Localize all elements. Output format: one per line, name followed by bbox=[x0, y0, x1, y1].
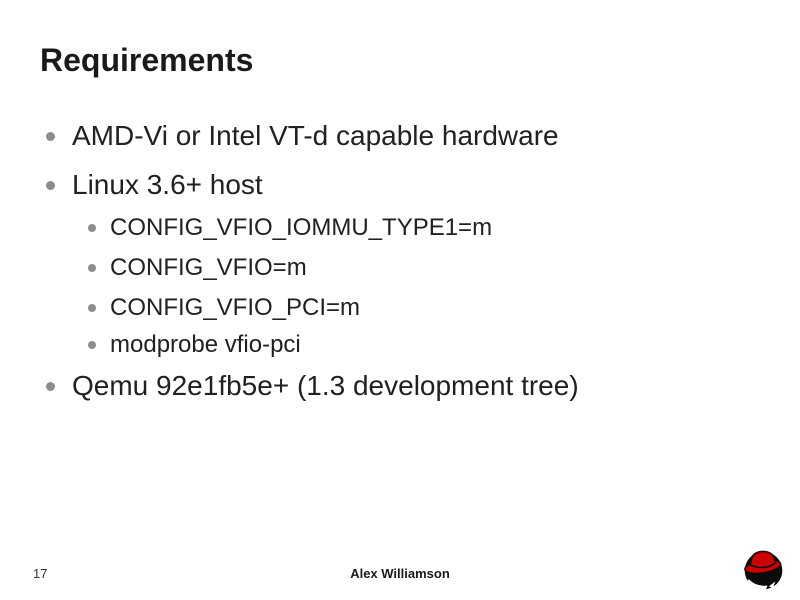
bullet-dot-icon bbox=[46, 180, 55, 190]
list-item-text: CONFIG_VFIO_PCI=m bbox=[110, 294, 361, 321]
bullet-list: AMD-Vi or Intel VT-d capable hardware Li… bbox=[0, 118, 760, 404]
list-item-text: Qemu 92e1fb5e+ (1.3 development tree) bbox=[72, 370, 579, 401]
list-item: CONFIG_VFIO_PCI=m bbox=[88, 292, 760, 323]
list-item-text: modprobe vfio-pci bbox=[110, 331, 301, 358]
list-item-text: Linux 3.6+ host bbox=[72, 169, 263, 200]
footer-author: Alex Williamson bbox=[350, 566, 450, 581]
slide-title: Requirements bbox=[40, 42, 254, 78]
redhat-shadowman-logo-icon bbox=[740, 545, 787, 593]
list-item: Qemu 92e1fb5e+ (1.3 development tree) bbox=[46, 368, 760, 404]
list-item-text: CONFIG_VFIO=m bbox=[110, 254, 307, 281]
list-item: modprobe vfio-pci bbox=[88, 329, 760, 360]
list-item: AMD-Vi or Intel VT-d capable hardware bbox=[46, 118, 760, 154]
list-item-text: CONFIG_VFIO_IOMMU_TYPE1=m bbox=[110, 214, 493, 241]
list-item: Linux 3.6+ host bbox=[46, 167, 760, 203]
bullet-dot-icon bbox=[46, 381, 55, 391]
list-item-text: AMD-Vi or Intel VT-d capable hardware bbox=[72, 120, 559, 151]
bullet-dot-icon bbox=[88, 303, 96, 312]
bullet-dot-icon bbox=[88, 263, 96, 272]
list-item: CONFIG_VFIO_IOMMU_TYPE1=m bbox=[88, 212, 760, 243]
bullet-dot-icon bbox=[88, 223, 96, 232]
page-number: 17 bbox=[33, 566, 48, 581]
bullet-dot-icon bbox=[46, 131, 55, 141]
list-item: CONFIG_VFIO=m bbox=[88, 252, 760, 283]
bullet-dot-icon bbox=[88, 340, 96, 349]
